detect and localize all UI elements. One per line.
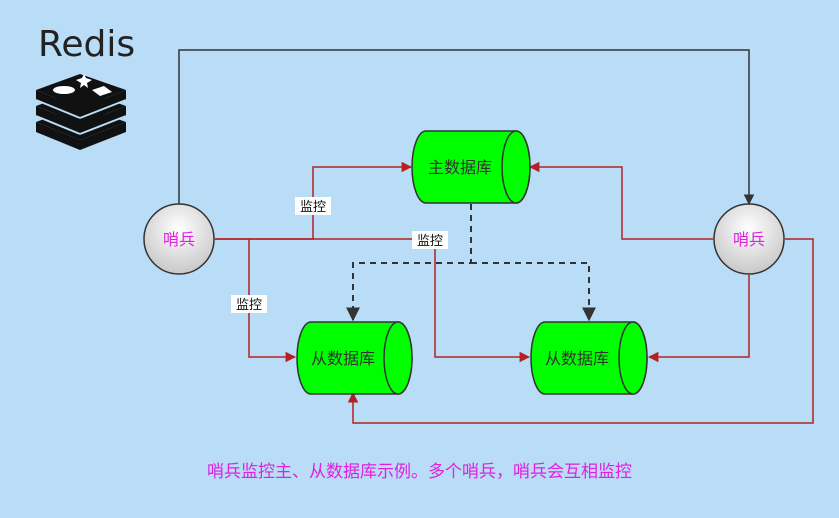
master-database-label: 主数据库: [428, 158, 492, 177]
sentinel-right: 哨兵: [713, 203, 785, 275]
slave-database-right-label: 从数据库: [545, 349, 609, 368]
slave-database-left: 从数据库: [296, 321, 413, 395]
redis-logo-icon: [35, 74, 127, 150]
sentinel-right-label: 哨兵: [733, 230, 765, 249]
sentinel-link-line: [173, 49, 755, 214]
master-database: 主数据库: [411, 130, 531, 204]
monitor-line: [528, 161, 713, 240]
sentinel-left-label: 哨兵: [163, 230, 195, 249]
svg-text:监控: 监控: [300, 200, 326, 215]
monitor-label-top: 监控: [295, 197, 331, 215]
monitor-line: [215, 238, 531, 363]
monitor-label-mid: 监控: [412, 231, 448, 249]
diagram-caption: 哨兵监控主、从数据库示例。多个哨兵，哨兵会互相监控: [207, 462, 632, 482]
sentinel-left: 哨兵: [143, 203, 215, 275]
slave-database-right: 从数据库: [530, 321, 648, 395]
redis-logo-text: Redis: [38, 24, 136, 65]
replication-line: [346, 204, 472, 322]
slave-database-left-label: 从数据库: [311, 349, 375, 368]
monitor-label-left: 监控: [231, 295, 267, 313]
monitor-line: [647, 275, 750, 363]
monitor-line: [347, 238, 814, 424]
svg-text:监控: 监控: [236, 298, 262, 313]
monitor-line: [248, 239, 297, 363]
replication-line: [471, 262, 596, 322]
svg-text:监控: 监控: [417, 234, 443, 249]
